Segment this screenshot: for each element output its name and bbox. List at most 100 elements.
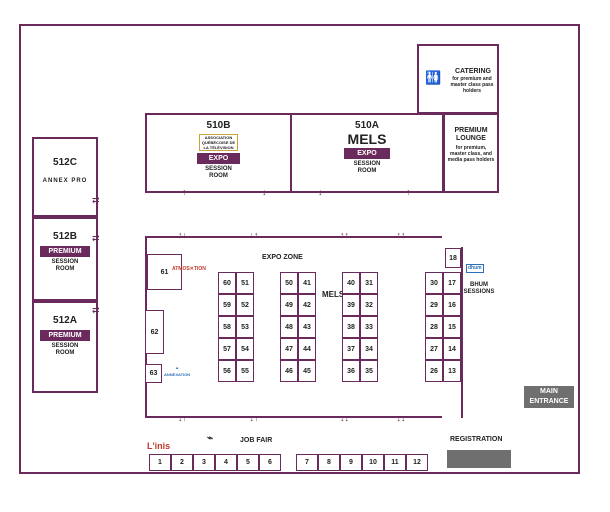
- room-512c[interactable]: 512C ANNEX PRO: [32, 137, 98, 217]
- booth[interactable]: 3: [193, 454, 215, 471]
- booth[interactable]: 33: [360, 316, 378, 338]
- room-sub: SESSION ROOM: [51, 259, 79, 272]
- bhum-logo: dhum: [466, 264, 484, 273]
- booth[interactable]: 2: [171, 454, 193, 471]
- room-sub: SESSION ROOM: [205, 166, 232, 179]
- booth[interactable]: 40: [342, 272, 360, 294]
- booth[interactable]: 43: [298, 316, 316, 338]
- door-arrow: ↑: [406, 187, 411, 197]
- booth[interactable]: 37: [342, 338, 360, 360]
- booth[interactable]: 7: [296, 454, 318, 471]
- booth[interactable]: 30: [425, 272, 443, 294]
- booth[interactable]: 31: [360, 272, 378, 294]
- room-512b[interactable]: 512B PREMIUM SESSION ROOM: [32, 217, 98, 301]
- booth-18[interactable]: 18: [445, 248, 461, 268]
- atmosphere-logo: ATMOS✕TION: [172, 266, 206, 272]
- booth[interactable]: 1: [149, 454, 171, 471]
- booth-column-1: 60 51 59 52 58 53 57 54 56 55: [218, 272, 254, 382]
- door-arrow: ⇄: [92, 305, 100, 315]
- booth[interactable]: 58: [218, 316, 236, 338]
- booth[interactable]: 51: [236, 272, 254, 294]
- booth[interactable]: 9: [340, 454, 362, 471]
- booth[interactable]: 42: [298, 294, 316, 316]
- hall-arrows-bottom-right: ↓↓ ↓↓: [340, 413, 406, 423]
- booth[interactable]: 55: [236, 360, 254, 382]
- booth[interactable]: 46: [280, 360, 298, 382]
- booth-61[interactable]: 61: [147, 254, 182, 290]
- booth[interactable]: 8: [318, 454, 340, 471]
- booth[interactable]: 14: [443, 338, 461, 360]
- booth[interactable]: 60: [218, 272, 236, 294]
- room-code: 512B: [53, 231, 77, 242]
- catering-area[interactable]: 🚻 CATERING for premium and master class …: [417, 44, 499, 114]
- booth[interactable]: 53: [236, 316, 254, 338]
- booth[interactable]: 44: [298, 338, 316, 360]
- booth[interactable]: 39: [342, 294, 360, 316]
- booth[interactable]: 47: [280, 338, 298, 360]
- booth[interactable]: 4: [215, 454, 237, 471]
- room-sub: SESSION ROOM: [51, 343, 79, 356]
- booth[interactable]: 45: [298, 360, 316, 382]
- job-fair-label: JOB FAIR: [240, 437, 273, 444]
- booth[interactable]: 50: [280, 272, 298, 294]
- booth[interactable]: 49: [280, 294, 298, 316]
- booth[interactable]: 12: [406, 454, 428, 471]
- premium-tag: PREMIUM: [40, 330, 90, 341]
- door-arrow: ↓: [262, 187, 267, 197]
- registration-label: REGISTRATION: [450, 436, 503, 443]
- premium-lounge[interactable]: PREMIUM LOUNGE for premium, master class…: [443, 113, 499, 193]
- booth-row-right: 7 8 9 10 11 12: [296, 454, 428, 471]
- booth[interactable]: 6: [259, 454, 281, 471]
- booth[interactable]: 59: [218, 294, 236, 316]
- annex-pro-logo: ANNEX PRO: [42, 178, 88, 184]
- bhum-sessions-label: BHUM SESSIONS: [463, 282, 495, 295]
- booth[interactable]: 10: [362, 454, 384, 471]
- booth-63[interactable]: 63: [145, 364, 162, 383]
- aqtis-logo: ASSOCIATION QUÉBÉCOISE DE LA TÉLÉVISION: [199, 134, 238, 151]
- booth[interactable]: 27: [425, 338, 443, 360]
- hall-arrows-top-right: ↑↑ ↑↑: [340, 230, 406, 240]
- booth-column-2: 50 41 49 42 48 43 47 44 46 45: [280, 272, 316, 382]
- room-512a[interactable]: 512A PREMIUM SESSION ROOM: [32, 301, 98, 393]
- booth[interactable]: 26: [425, 360, 443, 382]
- door-arrow: ↓: [318, 187, 323, 197]
- booth[interactable]: 11: [384, 454, 406, 471]
- booth[interactable]: 41: [298, 272, 316, 294]
- registration-desk[interactable]: [447, 450, 511, 468]
- mels-zone-label: MELS: [322, 290, 345, 299]
- room-code: 512C: [53, 157, 77, 168]
- main-entrance[interactable]: MAIN ENTRANCE: [524, 386, 574, 408]
- expo-tag: EXPO: [197, 153, 240, 164]
- booth-row-left: 1 2 3 4 5 6: [149, 454, 281, 471]
- room-510b[interactable]: 510B ASSOCIATION QUÉBÉCOISE DE LA TÉLÉVI…: [145, 113, 292, 193]
- booth[interactable]: 56: [218, 360, 236, 382]
- booth[interactable]: 48: [280, 316, 298, 338]
- booth[interactable]: 34: [360, 338, 378, 360]
- booth-column-4: 30 17 29 16 28 15 27 14 26 13: [425, 272, 461, 382]
- room-code: 510B: [206, 120, 231, 131]
- restroom-icon: 🚻: [425, 70, 442, 85]
- booth-62[interactable]: 62: [145, 310, 164, 354]
- mels-brand: MELS: [347, 131, 387, 147]
- booth[interactable]: 57: [218, 338, 236, 360]
- annexation-logo: ▲ANNEXATION: [164, 365, 191, 377]
- booth[interactable]: 35: [360, 360, 378, 382]
- booth[interactable]: 17: [443, 272, 461, 294]
- booth[interactable]: 15: [443, 316, 461, 338]
- lounge-note: for premium, master class, and media pas…: [447, 145, 495, 163]
- booth[interactable]: 28: [425, 316, 443, 338]
- booth[interactable]: 36: [342, 360, 360, 382]
- hall-outline: [19, 24, 580, 474]
- booth[interactable]: 54: [236, 338, 254, 360]
- catering-title: CATERING: [454, 68, 492, 75]
- booth[interactable]: 52: [236, 294, 254, 316]
- booth[interactable]: 32: [360, 294, 378, 316]
- booth[interactable]: 38: [342, 316, 360, 338]
- room-sub: SESSION ROOM: [353, 161, 381, 174]
- booth[interactable]: 5: [237, 454, 259, 471]
- room-510a[interactable]: 510A MELS EXPO SESSION ROOM: [290, 113, 444, 193]
- booth[interactable]: 16: [443, 294, 461, 316]
- booth[interactable]: 29: [425, 294, 443, 316]
- booth[interactable]: 13: [443, 360, 461, 382]
- hall-arrows-top: ↑↓ ↓↑: [178, 230, 259, 240]
